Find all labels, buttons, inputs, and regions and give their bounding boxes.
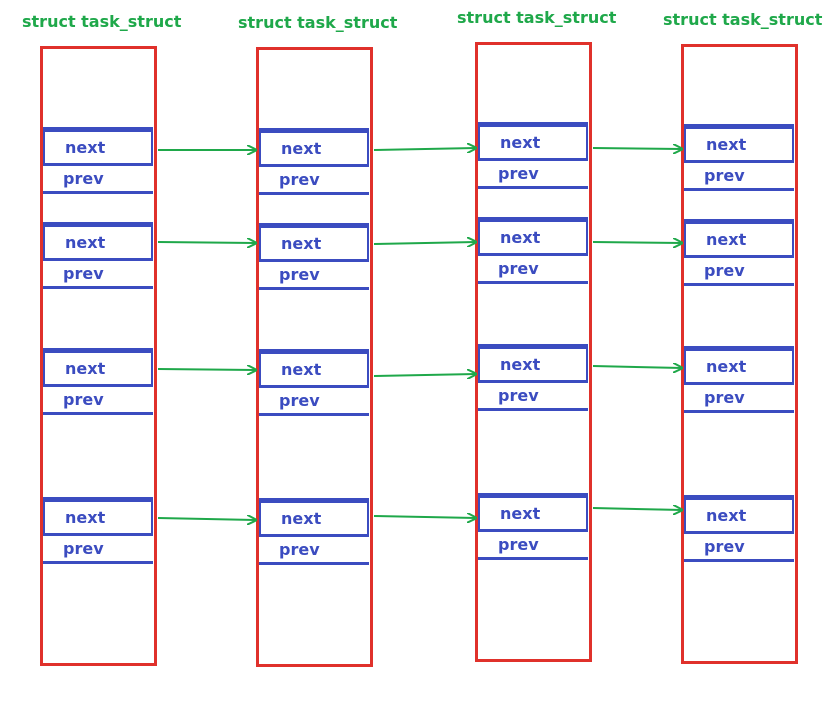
next-arrow [157,369,256,370]
prev-field: prev [259,537,369,565]
next-label: next [500,133,541,152]
next-field: next [478,222,588,256]
next-field: next [43,227,153,261]
struct-title-1: struct task_struct [22,12,182,31]
next-label: next [706,357,747,376]
next-label: next [500,504,541,523]
next-arrow [592,148,682,149]
struct-title-4: struct task_struct [663,10,823,29]
next-field: next [478,498,588,532]
next-field: next [478,349,588,383]
next-field: next [43,353,153,387]
next-field: next [259,503,369,537]
prev-label: prev [498,386,539,405]
next-label: next [500,355,541,374]
prev-field: prev [259,167,369,195]
prev-label: prev [279,540,320,559]
prev-label: prev [704,537,745,556]
next-label: next [281,360,322,379]
prev-field: prev [478,532,588,560]
struct-box-4 [681,44,798,664]
next-label: next [281,234,322,253]
next-label: next [65,359,106,378]
prev-label: prev [63,539,104,558]
prev-label: prev [498,259,539,278]
next-field: next [684,500,794,534]
struct-title-2: struct task_struct [238,13,398,32]
next-arrow [592,366,682,368]
prev-field: prev [478,256,588,284]
next-arrow [373,374,476,376]
prev-field: prev [43,536,153,564]
next-field: next [259,133,369,167]
prev-label: prev [63,169,104,188]
next-arrow [592,508,682,510]
next-field: next [684,351,794,385]
next-label: next [500,228,541,247]
next-label: next [706,230,747,249]
prev-field: prev [43,387,153,415]
next-label: next [706,506,747,525]
prev-label: prev [704,261,745,280]
prev-label: prev [279,391,320,410]
next-arrow [157,518,256,520]
next-field: next [684,224,794,258]
next-arrow [157,242,256,243]
struct-box-3 [475,42,592,662]
next-arrow [592,242,682,243]
next-field: next [43,132,153,166]
next-label: next [65,508,106,527]
next-field: next [43,502,153,536]
prev-label: prev [498,535,539,554]
prev-field: prev [684,163,794,191]
next-field: next [259,228,369,262]
struct-box-1 [40,46,157,666]
prev-field: prev [259,388,369,416]
prev-field: prev [478,383,588,411]
prev-label: prev [279,265,320,284]
next-label: next [65,138,106,157]
prev-field: prev [684,534,794,562]
prev-field: prev [43,166,153,194]
struct-box-2 [256,47,373,667]
next-label: next [281,509,322,528]
prev-label: prev [498,164,539,183]
prev-field: prev [43,261,153,289]
next-field: next [684,129,794,163]
prev-label: prev [704,388,745,407]
next-label: next [706,135,747,154]
next-label: next [65,233,106,252]
prev-label: prev [63,390,104,409]
next-label: next [281,139,322,158]
next-field: next [259,354,369,388]
prev-field: prev [684,385,794,413]
prev-label: prev [704,166,745,185]
next-arrow [373,516,476,518]
next-arrow [373,242,476,244]
prev-field: prev [684,258,794,286]
struct-title-3: struct task_struct [457,8,617,27]
prev-field: prev [478,161,588,189]
next-arrow [373,148,476,150]
prev-label: prev [279,170,320,189]
prev-label: prev [63,264,104,283]
next-field: next [478,127,588,161]
prev-field: prev [259,262,369,290]
